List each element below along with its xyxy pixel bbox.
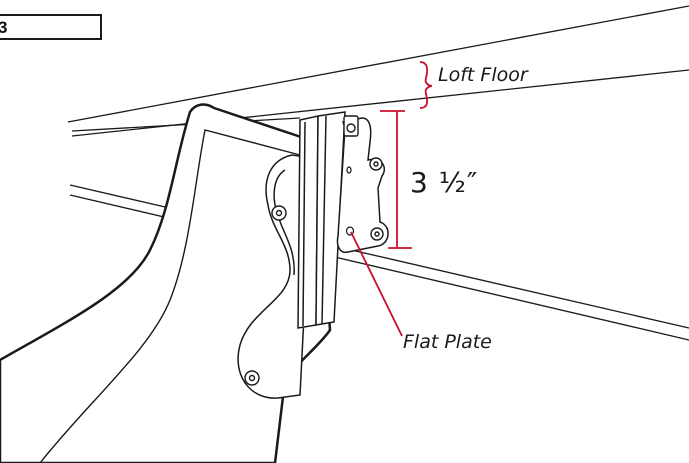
flat-plate-label: Flat Plate <box>403 331 492 353</box>
measurement-label: 3 ½″ <box>410 166 479 199</box>
hook-channel <box>297 111 346 329</box>
panel-screw-upper <box>271 205 287 221</box>
step-number: 3 <box>0 18 8 37</box>
loft-floor-brace <box>419 61 433 109</box>
ladder-frame <box>0 103 332 463</box>
plate-bolt-top <box>343 115 359 137</box>
plate-screw-lower <box>370 227 384 241</box>
hook-panel <box>237 154 313 399</box>
step-number-box: 3 <box>0 14 102 40</box>
panel-screw-lower <box>244 370 260 386</box>
plate-screw-upper <box>369 157 383 171</box>
loft-floor-label: Loft Floor <box>438 64 528 86</box>
loft-floor-beam <box>67 5 689 137</box>
ladder-inner-outline <box>39 129 301 463</box>
flat-plate-leader <box>350 231 403 337</box>
measurement-bracket <box>380 110 412 249</box>
flat-plate <box>336 117 389 254</box>
